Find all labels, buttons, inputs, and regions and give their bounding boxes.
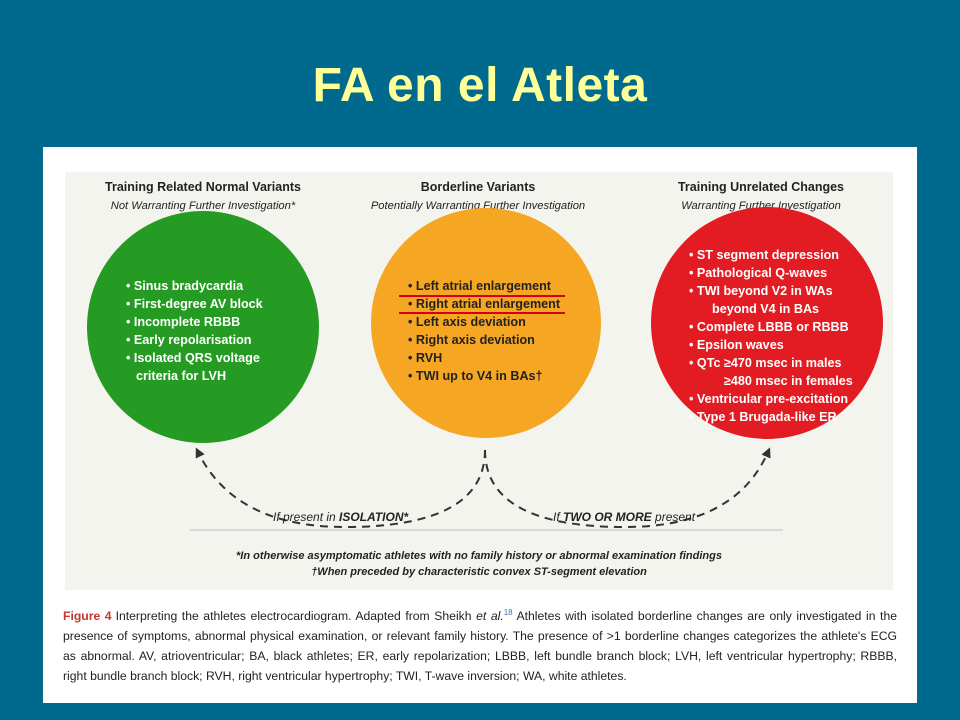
- list-item: • RVH: [408, 351, 442, 365]
- footnote-st-elevation: †When preceded by characteristic convex …: [311, 566, 647, 578]
- list-item: • First-degree AV block: [126, 297, 264, 311]
- list-item: • Complete LBBB or RBBB: [689, 320, 849, 334]
- list-item: criteria for LVH: [136, 369, 226, 383]
- subheading-unrelated-changes: Warranting Further Investigation: [681, 200, 841, 212]
- arrow-to-unrelated-changes: [484, 447, 771, 529]
- list-item: ≥480 msec in females: [724, 374, 853, 388]
- two-or-more-label: If TWO OR MORE present: [553, 510, 696, 524]
- list-item: • TWI beyond V2 in WAs: [689, 284, 833, 298]
- list-item: • Right axis deviation: [408, 333, 535, 347]
- isolation-label: If present in ISOLATION*: [273, 510, 409, 524]
- footnote-asymptomatic: *In otherwise asymptomatic athletes with…: [236, 550, 722, 562]
- heading-unrelated-changes: Training Unrelated Changes: [678, 180, 844, 194]
- heading-borderline-variants: Borderline Variants: [421, 180, 536, 194]
- subheading-borderline-variants: Potentially Warranting Further Investiga…: [371, 200, 585, 212]
- caption-et-al: et al.: [476, 609, 504, 624]
- list-item: • Incomplete RBBB: [126, 315, 240, 329]
- list-item: • Early repolarisation: [126, 333, 252, 347]
- subheading-normal-variants: Not Warranting Further Investigation*: [111, 200, 296, 212]
- list-item: • Right atrial enlargement: [408, 297, 561, 311]
- figure-label: Figure 4: [63, 609, 112, 624]
- caption-text: Athletes with isolated borderline change…: [63, 609, 897, 684]
- arrow-to-normal-variants: [195, 447, 486, 529]
- list-item: • ST segment depression: [689, 248, 839, 262]
- circle-normal-variants: [87, 211, 319, 443]
- circle-unrelated-changes: [651, 207, 883, 439]
- list-item: • Left axis deviation: [408, 315, 526, 329]
- slide-title: FA en el Atleta: [312, 59, 648, 112]
- caption-text: Interpreting the athletes electrocardiog…: [115, 609, 477, 624]
- circle-borderline-variants: [371, 208, 601, 438]
- list-item: beyond V4 in BAs: [712, 302, 819, 316]
- list-item: • Isolated QRS voltage: [126, 351, 260, 365]
- list-item: • Ventricular pre-excitation: [689, 392, 848, 406]
- caption-reference: 18: [503, 608, 513, 617]
- ecg-diagram: Training Related Normal Variants Not War…: [87, 180, 883, 578]
- figure-panel: Training Related Normal Variants Not War…: [65, 172, 893, 590]
- heading-normal-variants: Training Related Normal Variants: [105, 180, 301, 194]
- list-item: • Type 1 Brugada-like ER: [689, 410, 837, 424]
- list-item: • Left atrial enlargement: [408, 279, 552, 293]
- list-item: • Epsilon waves: [689, 338, 784, 352]
- list-item: • QTc ≥470 msec in males: [689, 356, 842, 370]
- figure-frame: Training Related Normal Variants Not War…: [43, 147, 917, 703]
- list-item: • TWI up to V4 in BAs†: [408, 369, 543, 383]
- list-item: • Pathological Q-waves: [689, 266, 827, 280]
- list-item: • Sinus bradycardia: [126, 279, 244, 293]
